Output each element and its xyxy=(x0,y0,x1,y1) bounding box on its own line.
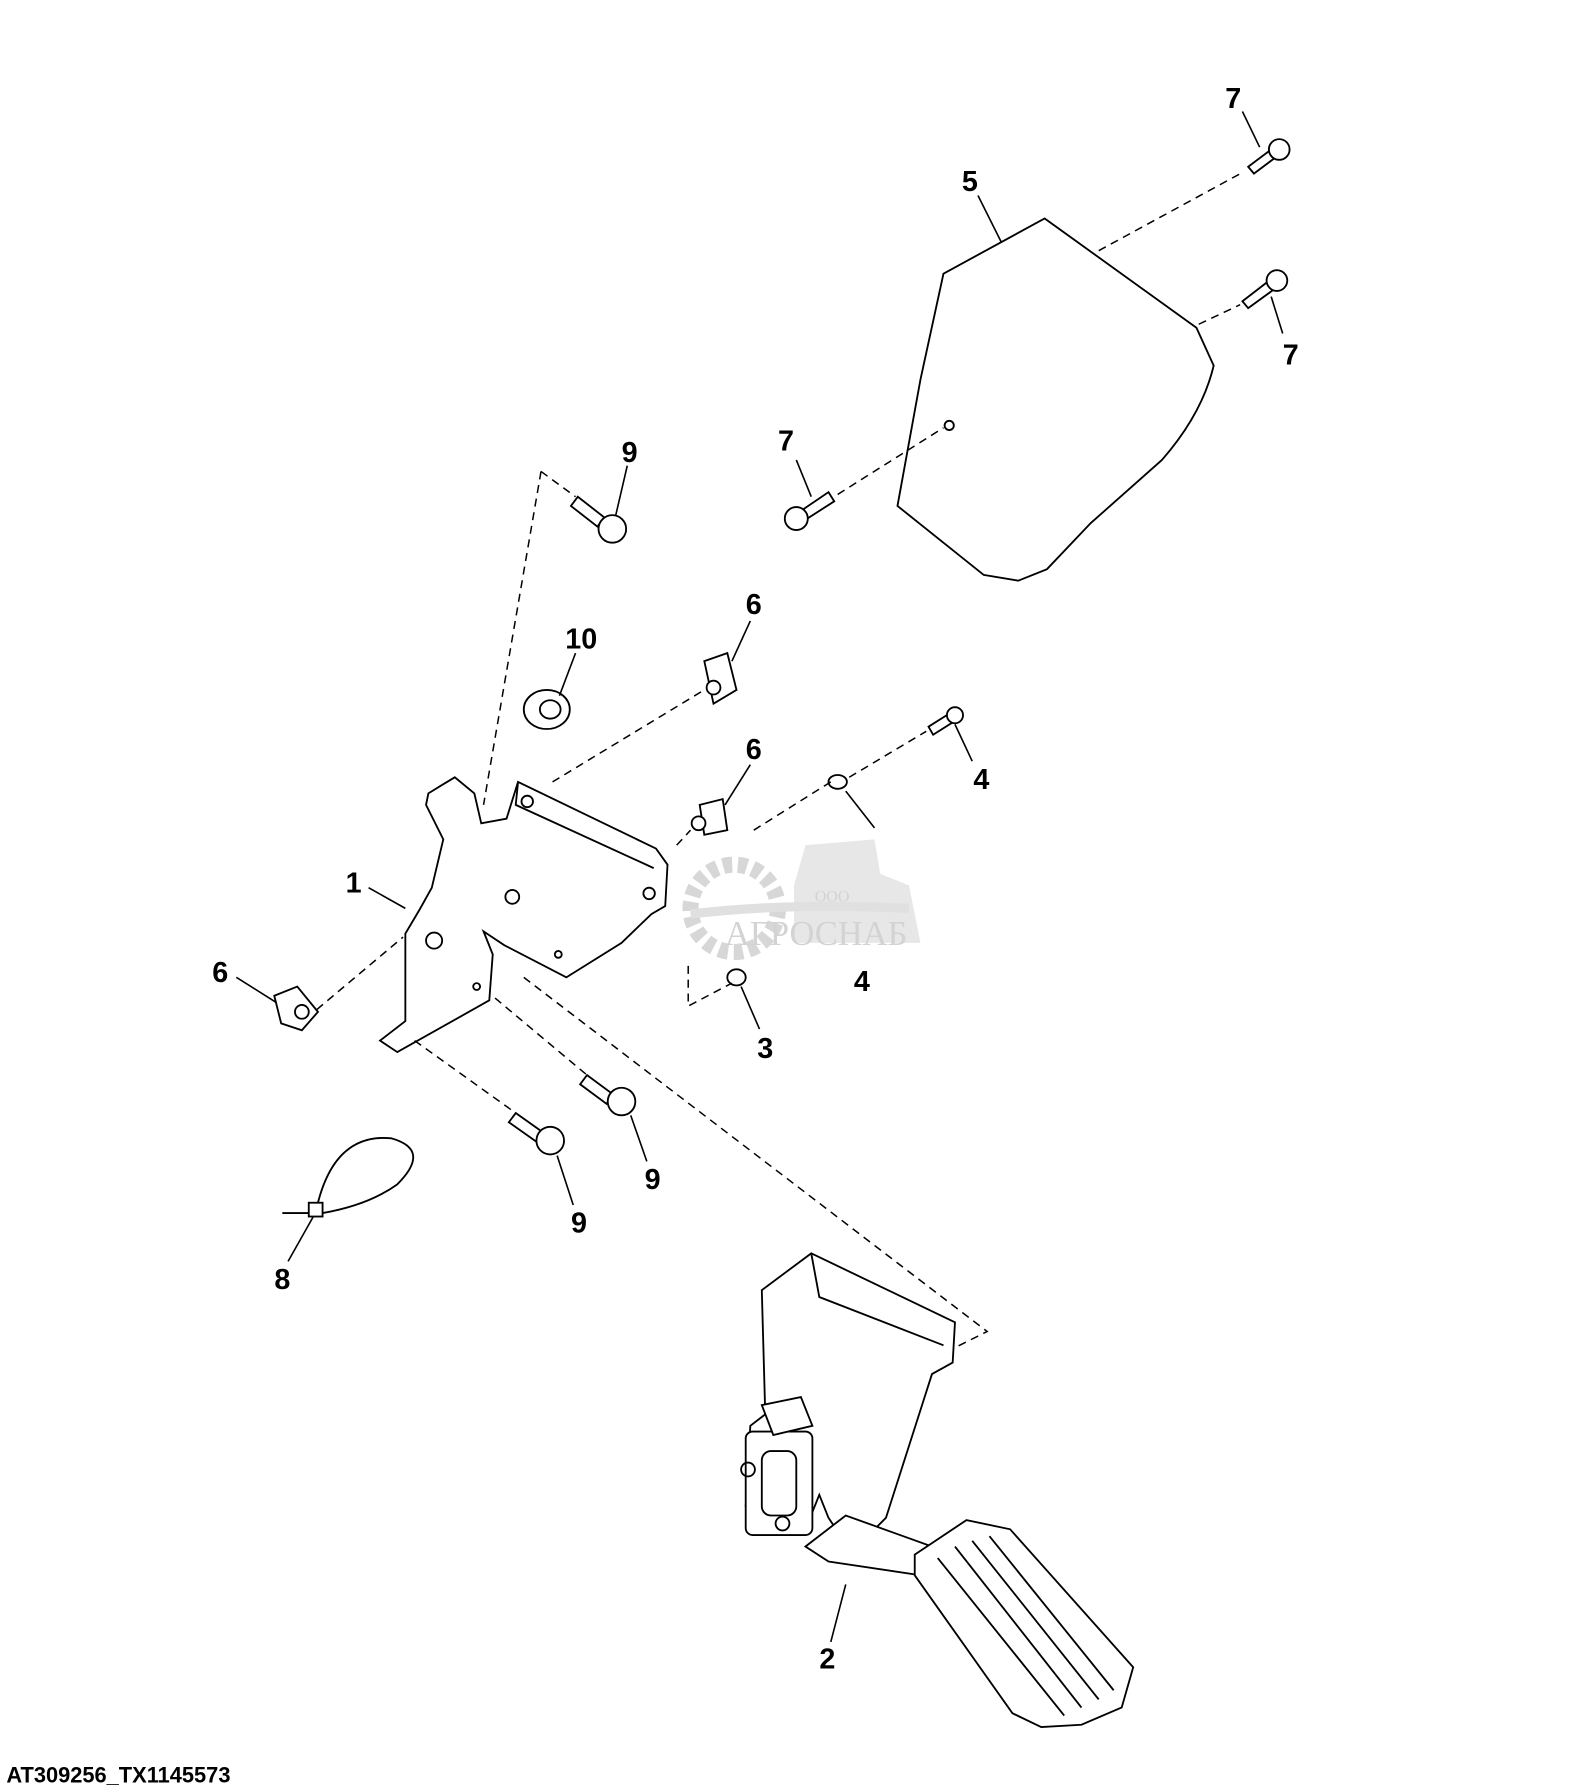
callout-label: 6 xyxy=(212,957,228,989)
callout-label: 10 xyxy=(565,624,597,656)
callout-label: 8 xyxy=(274,1264,290,1296)
callout-label: 9 xyxy=(622,437,638,469)
callout-label: 9 xyxy=(645,1164,661,1196)
bolt-part-7 xyxy=(1241,269,1289,310)
callout-label: 6 xyxy=(746,734,762,766)
bolt-part-4 xyxy=(927,706,964,737)
watermark-prefix: ООО xyxy=(815,888,850,905)
washer-part-4 xyxy=(827,774,848,790)
callout-label: 1 xyxy=(346,867,362,899)
bracket-part-1 xyxy=(378,776,669,1054)
bolt-part-7 xyxy=(1246,138,1291,175)
agrosnab-watermark: ООО АГРОСНАБ xyxy=(682,839,921,961)
callout-label: 3 xyxy=(757,1033,773,1065)
callout-label: 9 xyxy=(571,1208,587,1240)
callout-label: 2 xyxy=(819,1643,835,1675)
nut-part-3 xyxy=(726,968,747,987)
callout-label: 7 xyxy=(778,426,794,458)
bolt-part-9 xyxy=(569,495,628,544)
clip-nut-part-6 xyxy=(703,651,738,706)
clip-nut-part-6 xyxy=(690,797,729,836)
bolt-part-7 xyxy=(783,490,836,531)
bolt-part-9 xyxy=(578,1073,637,1117)
clip-nut-part-6 xyxy=(273,985,320,1032)
cable-tie-part-8 xyxy=(282,1137,415,1218)
watermark-brand: АГРОСНАБ xyxy=(725,915,907,953)
callout-label: 5 xyxy=(962,166,978,198)
pedal-assembly-part-2 xyxy=(740,1252,1135,1728)
callout-label: 4 xyxy=(973,764,989,796)
bolt-part-9 xyxy=(507,1111,565,1156)
cover-part-5 xyxy=(896,217,1215,582)
callout-label: 4 xyxy=(854,966,870,998)
callout-label: 6 xyxy=(746,589,762,621)
callout-label: 7 xyxy=(1283,339,1299,371)
figure-id: AT309256_TX1145573 xyxy=(6,1762,230,1787)
grommet-part-10 xyxy=(522,688,571,730)
callout-label: 7 xyxy=(1225,83,1241,115)
